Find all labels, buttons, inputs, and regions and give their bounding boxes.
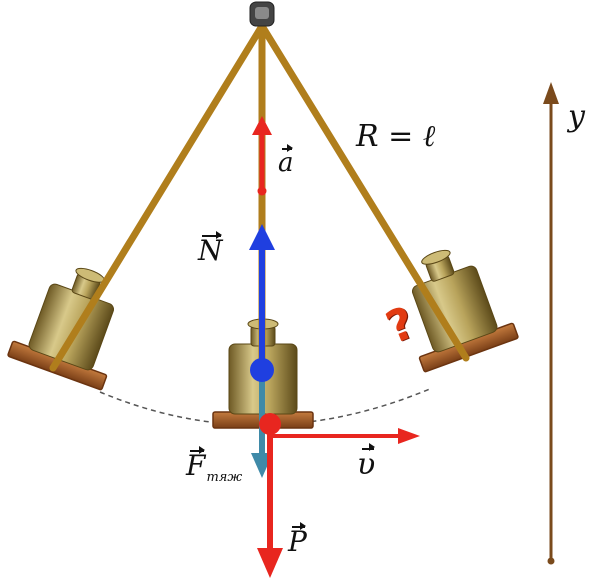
- rod-right: [258, 22, 470, 362]
- normal-force-arrowhead: [249, 224, 275, 250]
- velocity-arrowhead: [398, 428, 420, 444]
- weight-icon: [6, 252, 140, 391]
- weight-label: P: [288, 521, 307, 558]
- weight-arrowhead: [257, 548, 283, 578]
- acceleration-arrowhead: [252, 116, 272, 135]
- length-label: R = ℓ: [356, 119, 436, 154]
- acceleration-label: a: [278, 144, 294, 178]
- y-axis-label: y: [568, 99, 585, 134]
- rod-left: [49, 22, 266, 372]
- gravity-label: Fтяж: [186, 445, 243, 485]
- pivot-icon: [249, 1, 275, 27]
- center-of-mass: [250, 358, 274, 382]
- acceleration-origin: [257, 186, 267, 196]
- contact-point: [259, 413, 281, 435]
- y-axis-arrowhead: [543, 82, 559, 104]
- y-axis-origin: [547, 557, 555, 565]
- trajectory-arc: [99, 387, 433, 426]
- velocity-label: υ: [357, 443, 376, 482]
- normal-force-label: N: [198, 230, 223, 267]
